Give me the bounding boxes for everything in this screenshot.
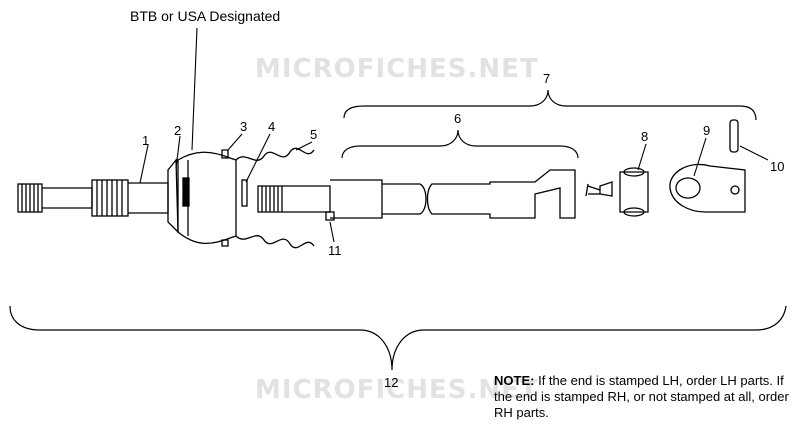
watermark: MICROFICHES.NET [255, 54, 539, 84]
brace-7 [343, 89, 757, 121]
cv-joint-housing [167, 151, 237, 244]
callout-5: 5 [310, 127, 318, 142]
boot [221, 147, 315, 249]
brace-6 [341, 129, 579, 159]
callout-6: 6 [454, 111, 462, 126]
callout-9: 9 [703, 123, 711, 138]
inner-shaft [257, 169, 576, 221]
yoke [669, 163, 746, 213]
watermark: MICROFICHES.NET [255, 375, 539, 405]
designation-label: BTB or USA Designated [130, 8, 281, 24]
callout-4: 4 [268, 119, 276, 134]
callout-10: 10 [770, 159, 785, 174]
callout-7: 7 [543, 71, 551, 86]
note-text: If the end is stamped LH, order LH parts… [494, 373, 789, 420]
callout-8: 8 [641, 129, 649, 144]
pin [729, 119, 739, 153]
callout-11: 11 [328, 243, 342, 258]
stub-shaft [17, 179, 169, 217]
cross-bearing [585, 167, 649, 217]
note-label: NOTE: [494, 373, 535, 388]
note: NOTE: If the end is stamped LH, order LH… [494, 373, 794, 421]
callout-12: 12 [384, 375, 399, 390]
callout-3: 3 [240, 119, 248, 134]
brace-12 [9, 305, 787, 371]
leader-lines [139, 27, 769, 243]
snap-ring [241, 179, 248, 207]
callout-1: 1 [142, 133, 150, 148]
callout-2: 2 [174, 123, 182, 138]
